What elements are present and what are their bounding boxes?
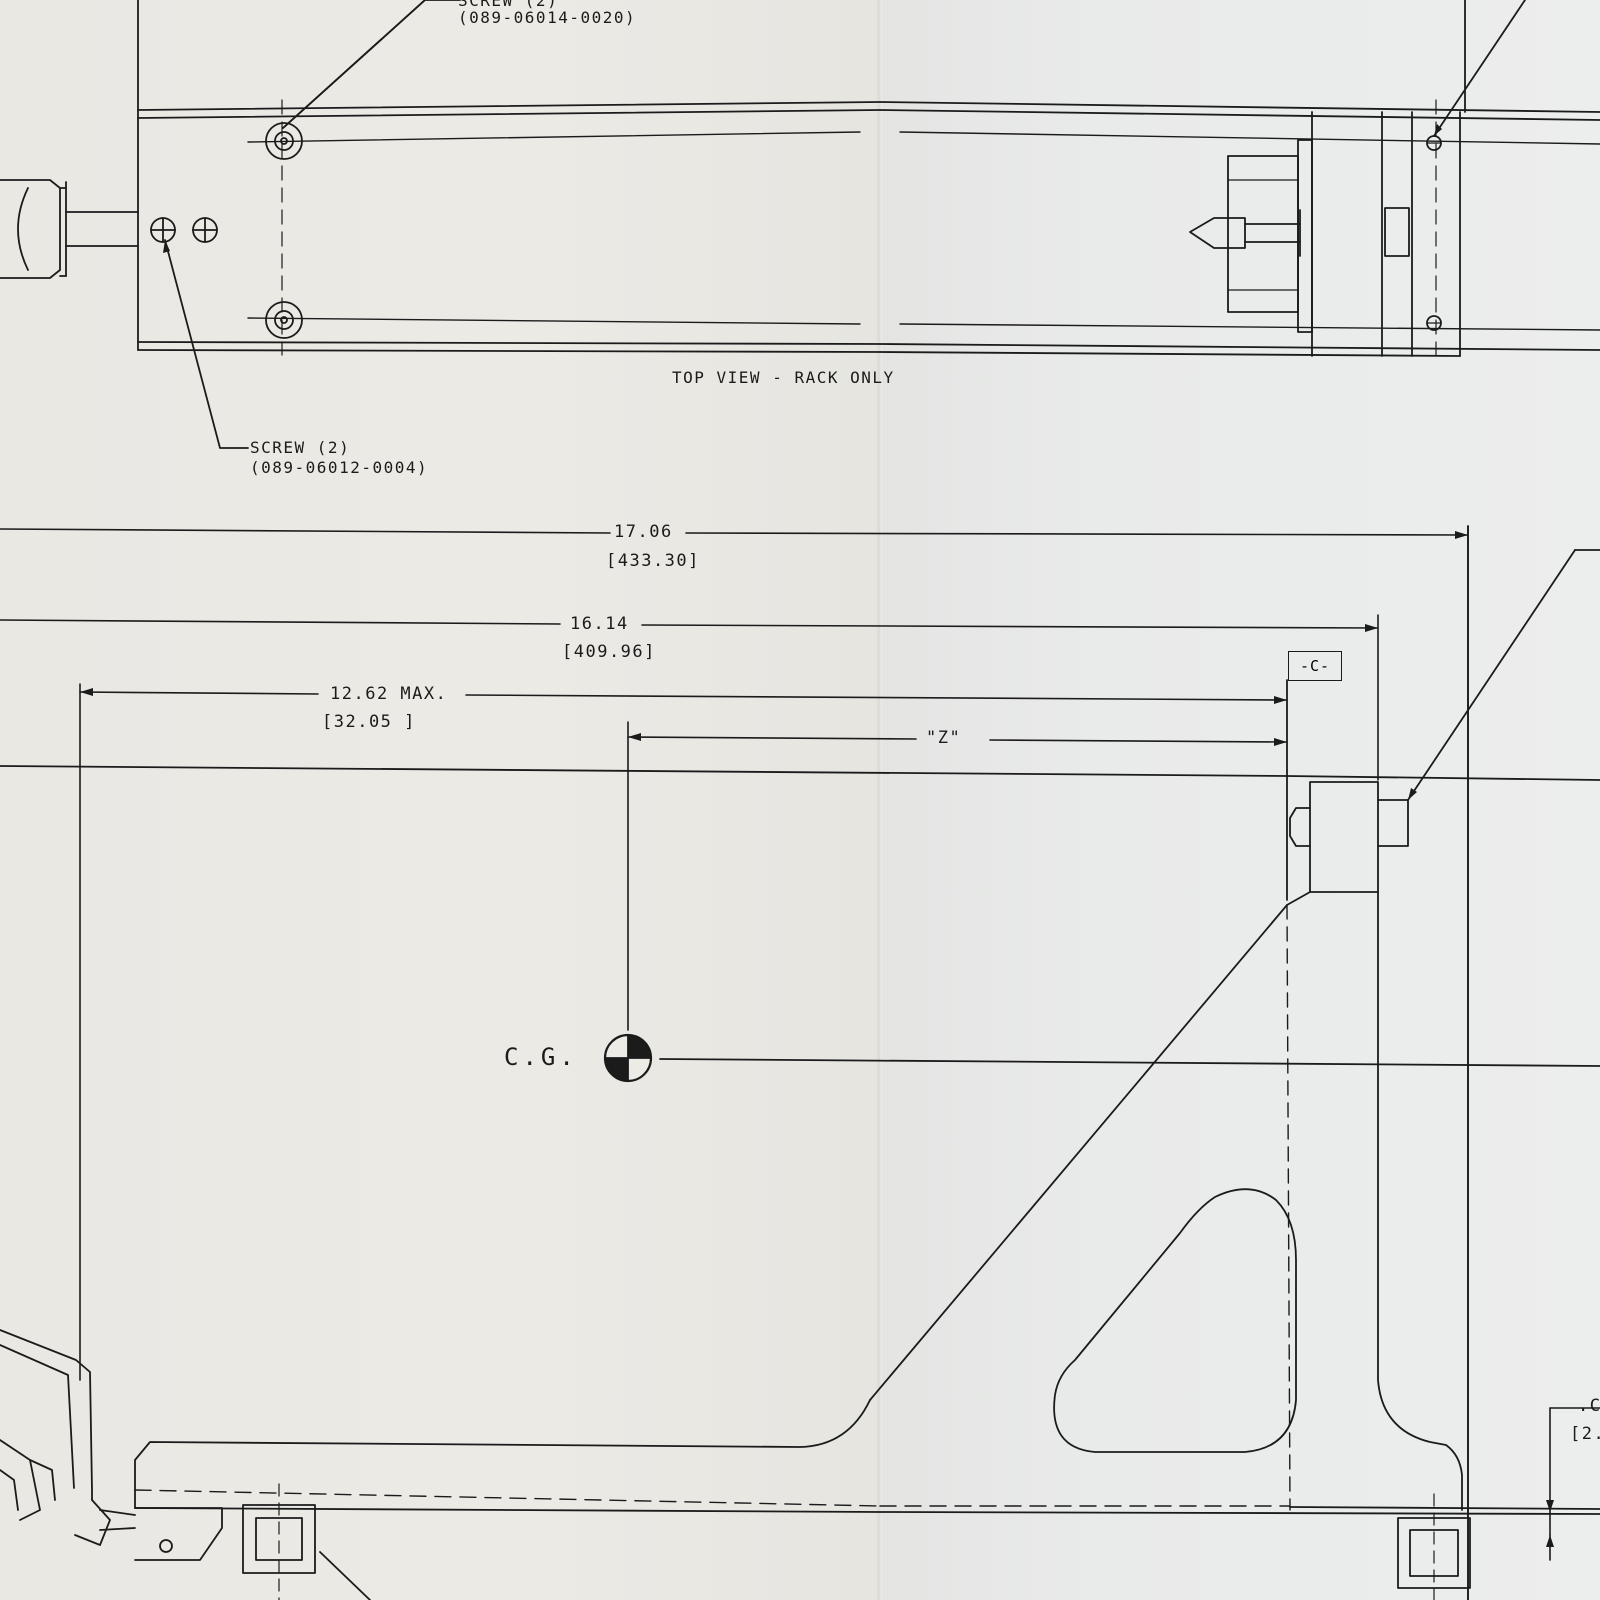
dimension-overall-metric: [433.30] (606, 551, 700, 571)
side-view-rack (0, 525, 1600, 1600)
paper-fold-crease (876, 0, 882, 1600)
screw-left-label: SCREW (2) (250, 438, 351, 457)
paper-right-panel (880, 0, 1600, 1600)
dimension-max-metric: [32.05 ] (322, 712, 416, 732)
dimension-rack-metric: [409.96] (562, 642, 656, 662)
screw-top-label: SCREW (2) (458, 0, 559, 10)
dimension-right-partial-value: .C (1578, 1396, 1600, 1416)
top-view-rack (0, 0, 1600, 449)
top-view-title: TOP VIEW - RACK ONLY (672, 368, 895, 387)
screw-left-part-number: (089-06012-0004) (250, 458, 429, 477)
datum-c-box: -C- (1288, 651, 1342, 681)
dimension-lines (0, 525, 1600, 1600)
dimension-z-label: "Z" (926, 728, 962, 748)
dimension-max-value: 12.62 MAX. (330, 684, 448, 704)
cg-symbol (603, 1033, 653, 1083)
dimension-right-partial-metric: [2. (1570, 1424, 1600, 1444)
dimension-overall-value: 17.06 (614, 522, 673, 542)
screw-top-part-number: (089-06014-0020) (458, 8, 637, 27)
cg-label: C.G. (504, 1043, 578, 1071)
dimension-rack-value: 16.14 (570, 614, 629, 634)
paper-left-panel (0, 0, 880, 1600)
